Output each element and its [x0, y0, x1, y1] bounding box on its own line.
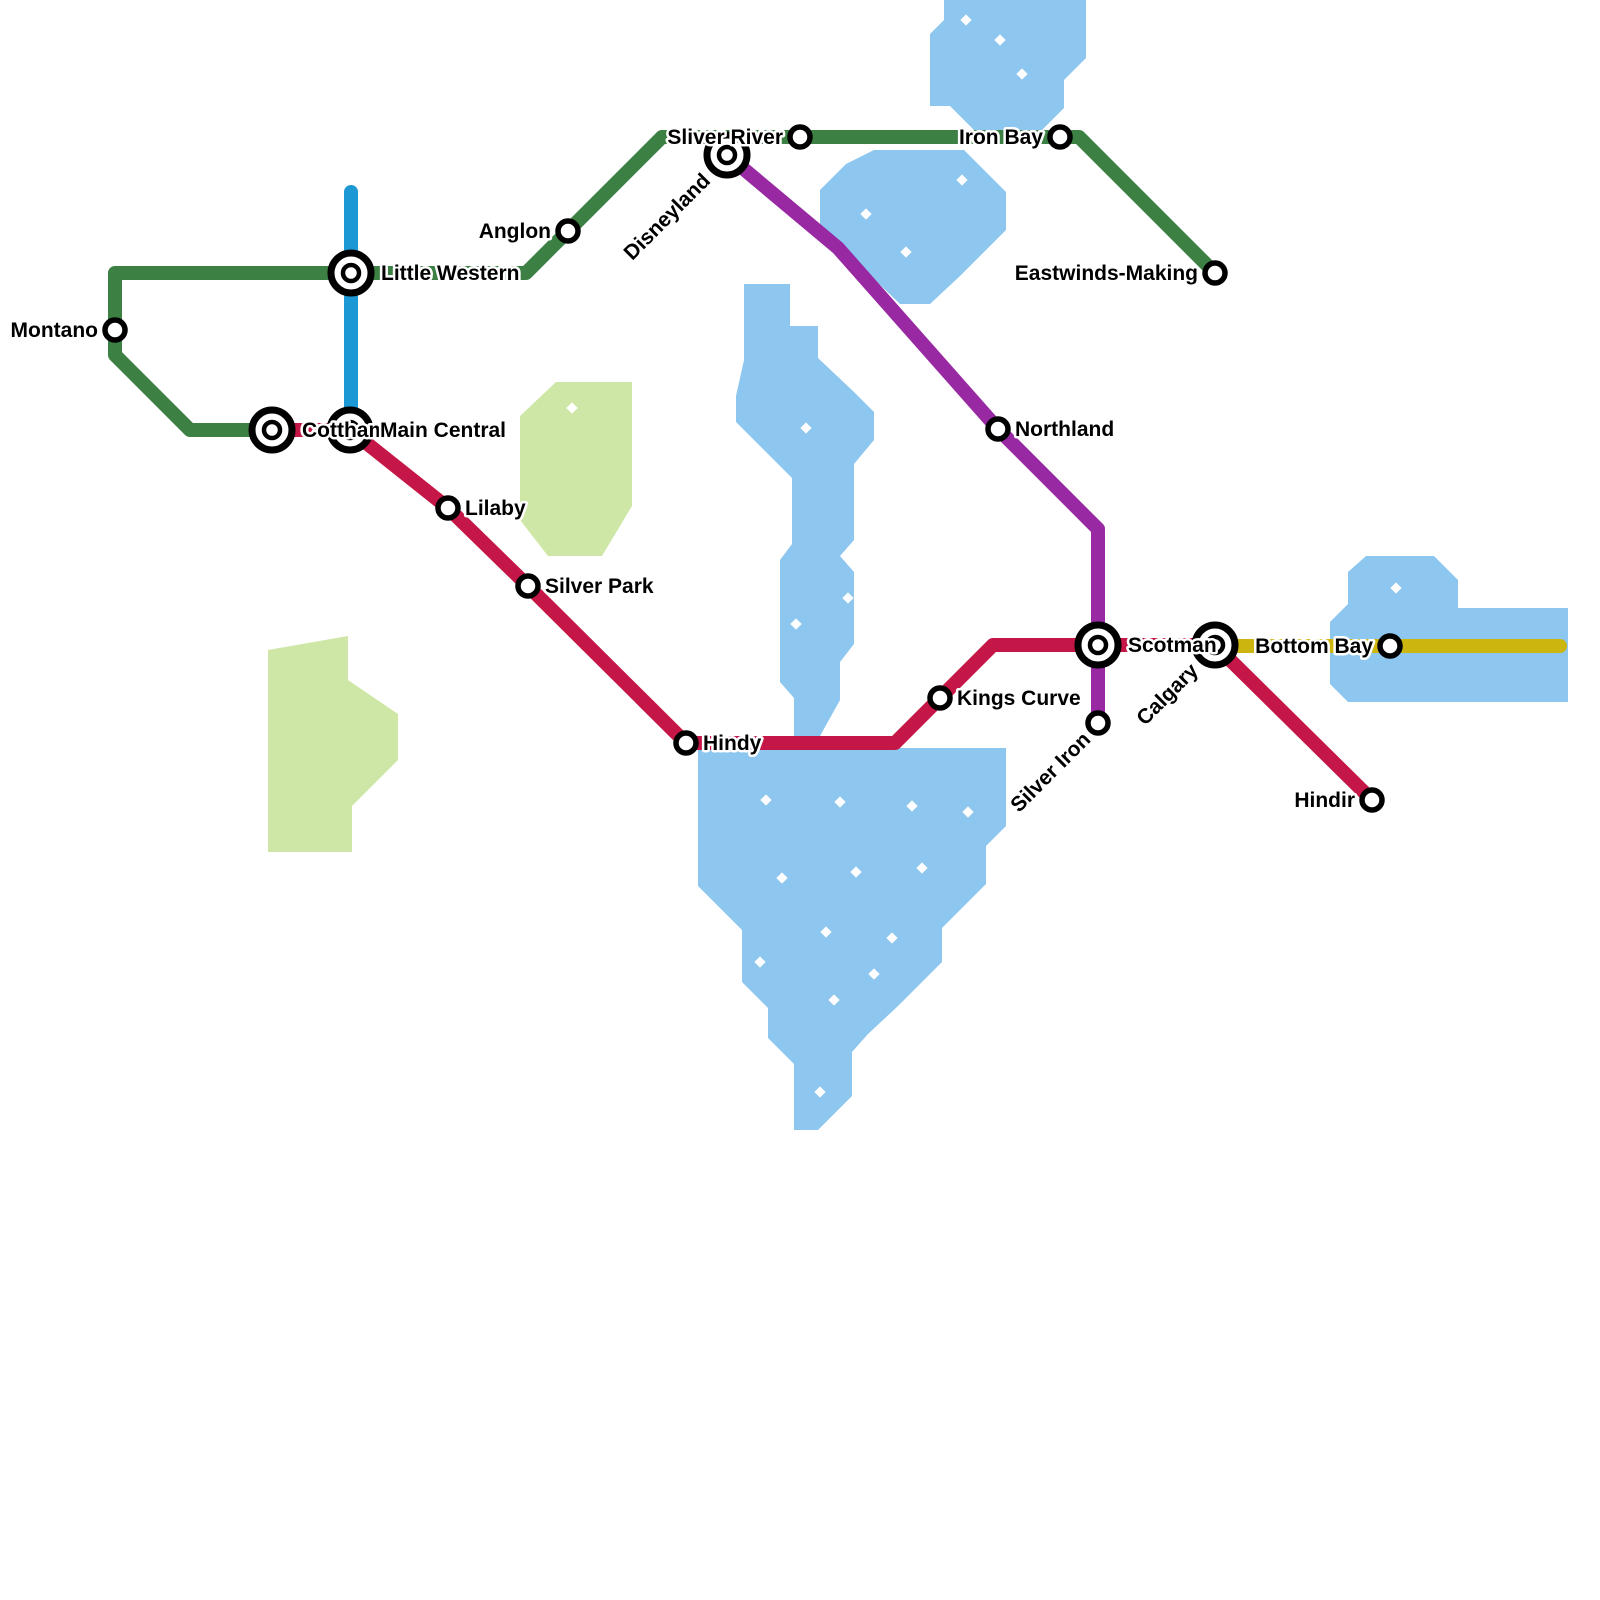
station-anglon-label: Anglon — [479, 220, 551, 243]
station-hindy — [673, 730, 699, 756]
water-sparkle-dot — [1390, 582, 1402, 594]
station-main-central-label: Main Central — [380, 419, 506, 442]
water-sparkle-dot — [566, 402, 578, 414]
water-sparkle-dot — [828, 994, 840, 1006]
water-sparkle-dot — [754, 956, 766, 968]
central-lake — [736, 284, 874, 758]
station-little-western-inner-ring — [340, 262, 362, 284]
green-line — [108, 130, 1222, 437]
station-montano-label: Montano — [11, 319, 98, 342]
station-kings-curve — [927, 685, 953, 711]
station-bottom-bay-label: Bottom Bay — [1255, 635, 1373, 658]
station-hindy-label: Hindy — [703, 732, 762, 755]
station-bottom-bay — [1377, 633, 1403, 659]
station-kings-curve-label: Kings Curve — [957, 687, 1081, 710]
station-scotman-label: Scotman — [1128, 634, 1217, 657]
station-hindir — [1359, 787, 1385, 813]
water-sparkle-dot — [834, 796, 846, 808]
station-cottham-inner-ring — [261, 419, 283, 441]
station-calgary-label: Calgary — [1132, 659, 1203, 730]
station-silver-iron — [1085, 710, 1111, 736]
upper-lake — [820, 150, 1006, 304]
water-sparkle-dot — [868, 968, 880, 980]
water-sparkle-dot — [900, 246, 912, 258]
park-layer — [268, 382, 632, 852]
water-sparkle-dot — [860, 208, 872, 220]
station-little-western-label: Little Western — [381, 262, 519, 285]
station-calgary-inner-ring — [1204, 634, 1226, 656]
station-disneyland-label: Disneyland — [619, 169, 714, 264]
station-iron-bay — [1047, 124, 1073, 150]
station-lilaby — [435, 495, 461, 521]
water-sparkle-dot — [820, 926, 832, 938]
station-eastwinds-making — [1202, 260, 1228, 286]
central-park — [520, 382, 632, 556]
station-iron-bay-label: Iron Bay — [959, 126, 1043, 149]
water-sparkle-dot — [776, 872, 788, 884]
station-montano — [102, 317, 128, 343]
station-sliver-river — [787, 124, 813, 150]
station-scotman-inner-ring — [1087, 634, 1109, 656]
station-anglon — [555, 218, 581, 244]
station-northland — [985, 416, 1011, 442]
water-sparkle-dot — [906, 800, 918, 812]
station-silver-park — [515, 573, 541, 599]
water-sparkle-dot — [814, 1086, 826, 1098]
station-disneyland-inner-ring — [716, 144, 738, 166]
station-lilaby-label: Lilaby — [465, 497, 526, 520]
station-layer — [102, 124, 1403, 813]
water-sparkle-dot — [994, 34, 1006, 46]
water-layer — [698, 0, 1568, 1130]
water-sparkle-dot — [760, 794, 772, 806]
water-sparkle-dot — [800, 422, 812, 434]
water-sparkle-dot — [886, 932, 898, 944]
station-hindir-label: Hindir — [1294, 789, 1355, 812]
station-sliver-river-label: Sliver River — [667, 126, 783, 149]
station-eastwinds-making-label: Eastwinds-Making — [1015, 262, 1198, 285]
north-lake — [930, 0, 1086, 144]
water-sparkle-dot — [962, 806, 974, 818]
water-sparkle-dot — [956, 174, 968, 186]
water-sparkle-dot — [916, 862, 928, 874]
station-main-central-inner-ring — [339, 419, 361, 441]
station-silver-iron-label: Silver Iron — [1006, 728, 1095, 817]
west-park — [268, 636, 398, 852]
water-sparkle-dot — [850, 866, 862, 878]
water-sparkle-dot — [790, 618, 802, 630]
station-northland-label: Northland — [1015, 418, 1114, 441]
east-lake — [1330, 556, 1568, 702]
station-silver-park-label: Silver Park — [545, 575, 654, 598]
south-lake — [698, 748, 1006, 1130]
station-cottham-label: Cottham — [302, 419, 387, 442]
water-sparkle-dot — [842, 592, 854, 604]
